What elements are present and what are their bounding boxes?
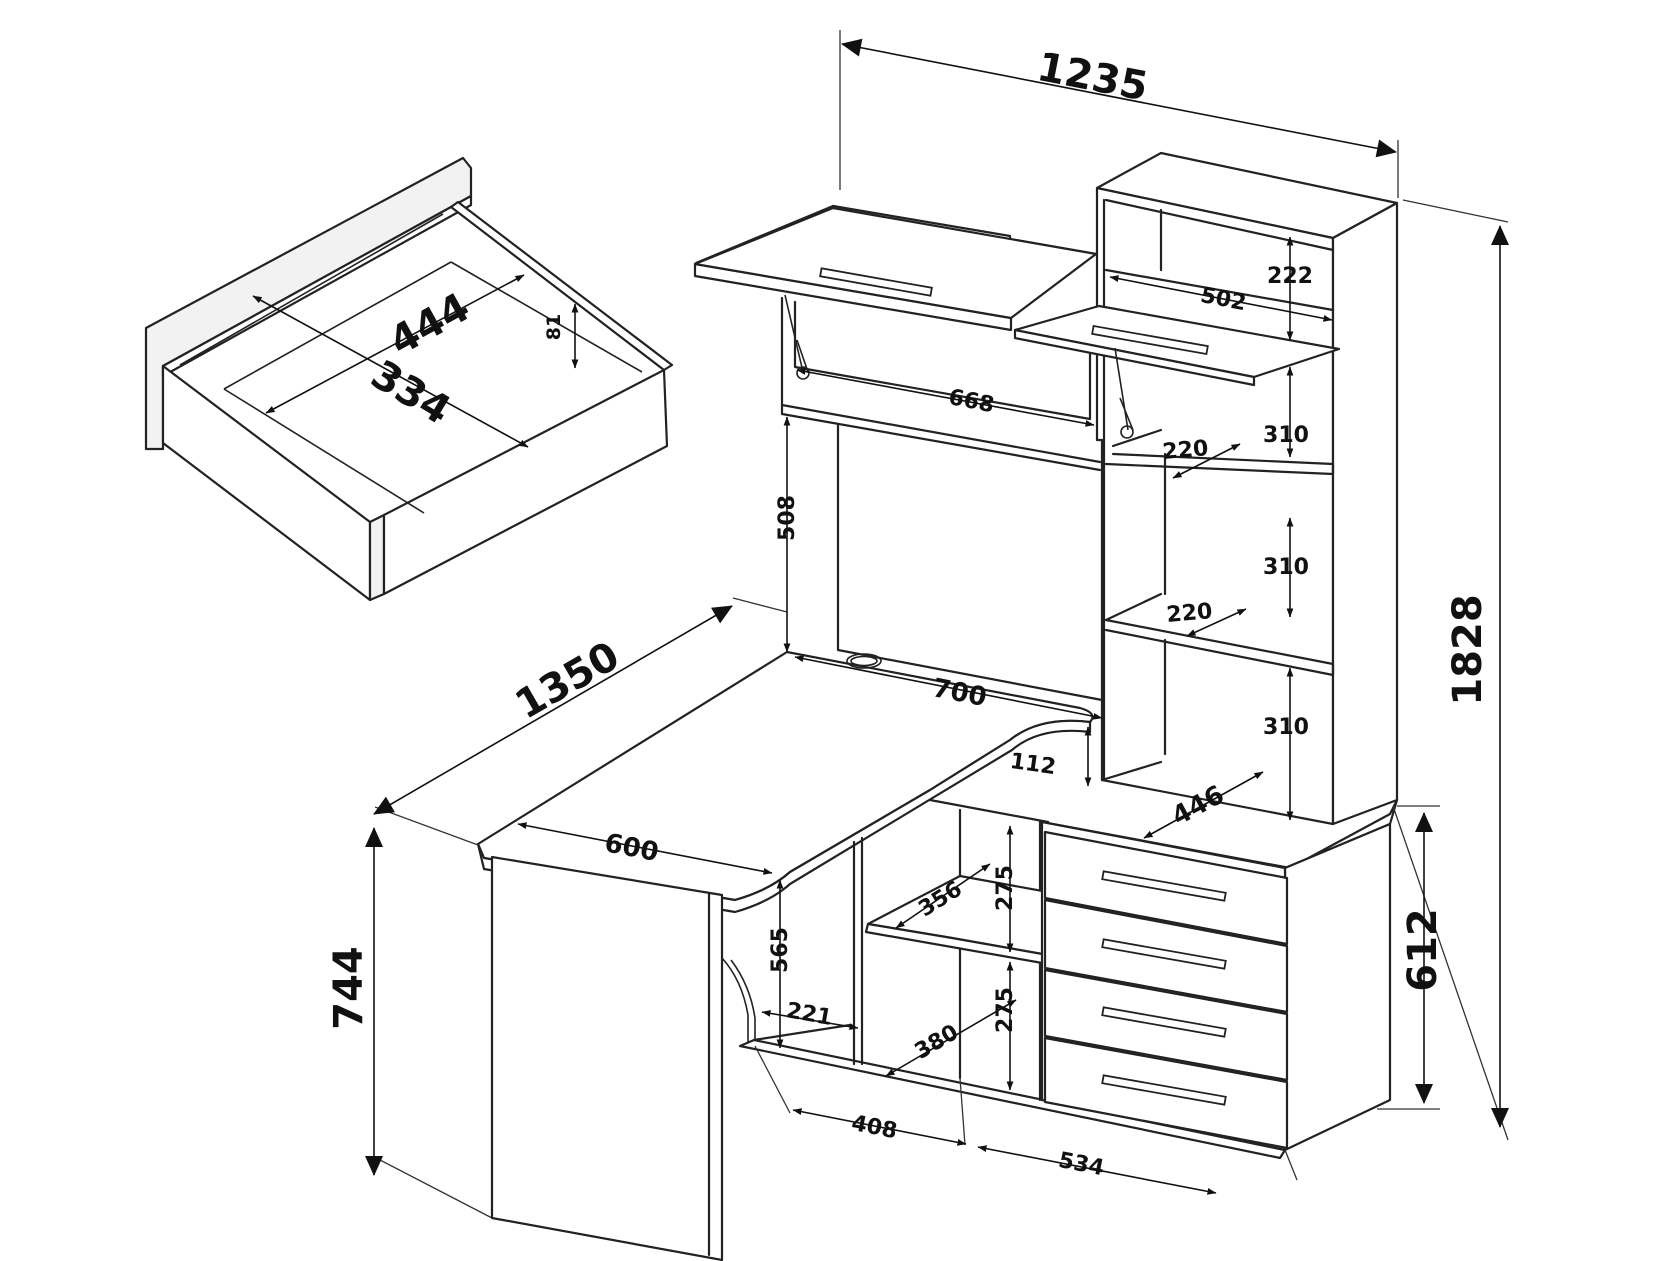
niche-bottom-depth-label: 380 [911,1020,963,1065]
overall-height-label: 1828 [1445,594,1491,705]
base-width-right-label: 534 [1056,1148,1106,1181]
shelf-depth-1-label: 220 [1161,436,1209,465]
drawer-width-label: 444 [382,284,477,365]
compartment-width-label: 668 [946,385,996,418]
shelf-height-1-label: 310 [1263,423,1309,448]
upper-opening-height-label: 508 [775,495,800,541]
shelf-depth-2-label: 220 [1165,599,1213,628]
side-depth-label: 221 [784,998,834,1031]
niche-height-1-label: 275 [993,865,1018,911]
desk-height-label: 744 [326,946,372,1030]
drawer-height-label: 81 [543,314,565,340]
base-width-left-label: 408 [849,1111,899,1144]
hutch-structure [693,151,1399,826]
hutch-top-height-label: 222 [1267,264,1313,289]
overall-width-label: 1235 [1033,44,1151,110]
dimension-lines [365,38,1509,1195]
corner-offset-label: 112 [1008,749,1057,780]
niche-height-2-label: 275 [993,987,1018,1033]
drawer-illustration [144,156,674,602]
shelf-height-3-label: 310 [1263,715,1309,740]
desk-length-label: 1350 [508,633,627,729]
knee-height-label: 565 [768,927,793,973]
shelf-height-2-label: 310 [1263,555,1309,580]
cabinet-height-label: 612 [1400,908,1446,992]
